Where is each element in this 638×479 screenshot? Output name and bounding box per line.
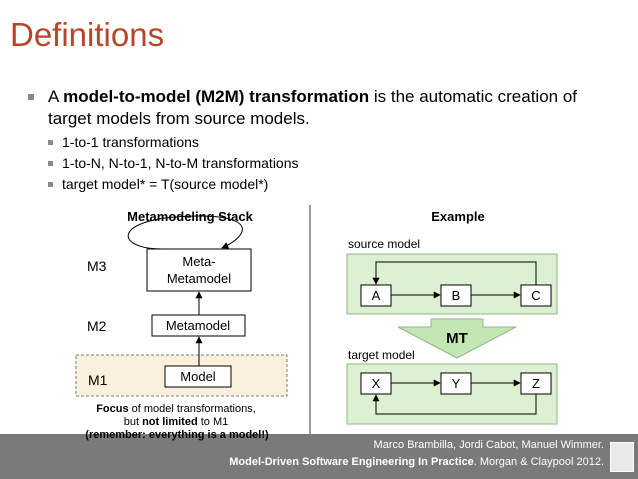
sub-bullet: 1-to-1 transformations xyxy=(28,132,623,153)
edge-c-a xyxy=(372,261,537,285)
footer-publisher: . Morgan & Claypool 2012. xyxy=(473,456,604,468)
sub-bullet-text: 1-to-1 transformations xyxy=(62,134,199,150)
node-z-label: Z xyxy=(532,376,540,391)
sub-bullet-text: target model* = T(source model*) xyxy=(62,176,269,192)
bullet-main: A model-to-model (M2M) transformation is… xyxy=(28,86,623,130)
target-model-label: target model xyxy=(348,348,415,362)
model-box xyxy=(164,365,232,388)
metamodel-label: Metamodel xyxy=(166,318,230,333)
bullet-square-icon xyxy=(28,94,34,100)
footer-citation: Model-Driven Software Engineering In Pra… xyxy=(229,456,604,468)
bullet-main-prefix: A xyxy=(48,87,64,106)
remember-caption: (remember: everything is a model!) xyxy=(85,429,269,441)
mt-label: MT xyxy=(446,330,468,347)
metametamodel-line1: Meta- xyxy=(182,254,215,269)
self-conformance-arrow xyxy=(127,215,243,250)
source-model-label: source model xyxy=(348,237,420,251)
bullet-square-icon xyxy=(48,161,53,166)
level-m3: M3 xyxy=(87,258,107,274)
node-a-label: A xyxy=(372,288,381,303)
level-m2: M2 xyxy=(87,318,107,334)
bullet-main-bold: model-to-model (M2M) transformation xyxy=(63,87,370,106)
bullet-square-icon xyxy=(48,140,53,145)
mt-arrow xyxy=(397,318,517,359)
book-cover-icon xyxy=(610,442,634,472)
page-title: Definitions xyxy=(10,16,165,53)
node-c-label: C xyxy=(531,288,540,303)
metametamodel-line2: Metamodel xyxy=(167,271,231,286)
model-label: Model xyxy=(180,369,216,384)
bullet-list: A model-to-model (M2M) transformation is… xyxy=(28,86,623,195)
diagram-canvas: Metamodeling Stack M3 M2 M1 Meta- Metamo… xyxy=(75,205,558,434)
node-b-label: B xyxy=(452,288,461,303)
bullet-square-icon xyxy=(48,182,53,187)
metametamodel-box xyxy=(146,248,252,292)
sub-bullet-text: 1-to-N, N-to-1, N-to-M transformations xyxy=(62,155,299,171)
example-heading: Example xyxy=(431,209,484,224)
focus-caption: Focus of model transformations, xyxy=(96,403,256,415)
footer-bar: Marco Brambilla, Jordi Cabot, Manuel Wim… xyxy=(0,434,638,479)
sub-bullet: target model* = T(source model*) xyxy=(28,174,623,195)
node-x-label: X xyxy=(372,376,381,391)
edge-z-x xyxy=(372,394,537,415)
level-m1: M1 xyxy=(88,372,108,388)
footer-book-title: Model-Driven Software Engineering In Pra… xyxy=(229,456,474,468)
sub-bullet: 1-to-N, N-to-1, N-to-M transformations xyxy=(28,153,623,174)
node-y-label: Y xyxy=(452,376,461,391)
footer-authors: Marco Brambilla, Jordi Cabot, Manuel Wim… xyxy=(373,439,604,451)
not-limited-caption: but not limited to M1 xyxy=(124,416,229,428)
bullet-main-suffix: is the automatic creation of target mode… xyxy=(48,87,578,128)
